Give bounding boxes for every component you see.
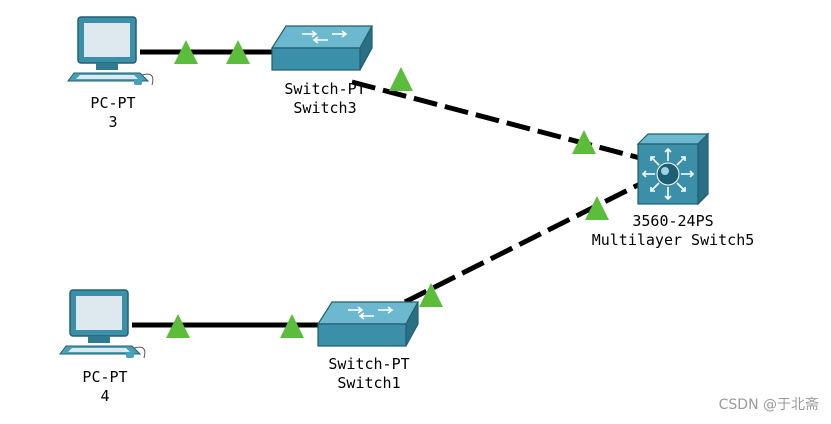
link-up-indicator [226,40,250,64]
link-up-indicator [166,314,190,338]
pc3-name-label: 3 [108,113,118,131]
pc3-type-label: PC-PT [90,94,136,112]
switch1-type-label: Switch-PT [328,355,410,373]
pc4-name-label: 4 [100,387,110,405]
pc4-label: PC-PT 4 [70,368,140,406]
pc3-label: PC-PT 3 [78,94,148,132]
link-up-indicator [419,283,443,307]
link-indicators [166,40,609,338]
link-switch3-multilayer5[interactable] [351,79,641,161]
multilayer-switch5-name-label: Multilayer Switch5 [591,231,755,249]
link-up-indicator [174,40,198,64]
multilayer-switch5-type-label: 3560-24PS [632,212,714,230]
links [132,49,642,328]
switch1-label: Switch-PT Switch1 [314,355,424,393]
switch3-name-label: Switch3 [293,99,357,117]
switch3-label: Switch-PT Switch3 [270,80,380,118]
link-switch1-multilayer5[interactable] [403,181,642,305]
switch1-device-icon[interactable] [316,301,420,347]
link-up-indicator [585,196,609,220]
multilayer-switch5-label: 3560-24PS Multilayer Switch5 [568,212,778,250]
pc3-device-icon[interactable] [67,16,154,86]
link-up-indicator [280,314,304,338]
switch3-device-icon[interactable] [270,25,374,71]
watermark: CSDN @于北斋 [718,397,819,413]
multilayer-switch5-device-icon[interactable] [636,132,710,206]
link-up-indicator [389,67,413,91]
pc4-device-icon[interactable] [59,289,146,359]
pc4-type-label: PC-PT [82,368,128,386]
link-up-indicator [572,130,596,154]
switch1-name-label: Switch1 [337,374,401,392]
switch3-type-label: Switch-PT [284,80,366,98]
